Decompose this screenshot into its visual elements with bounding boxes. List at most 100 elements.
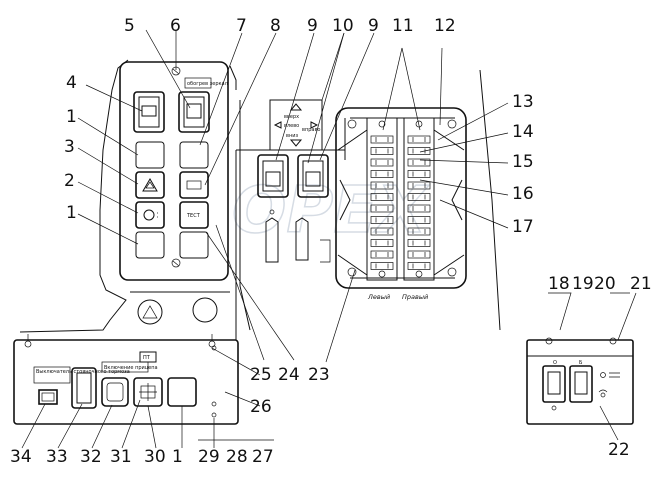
blank-button-3[interactable] bbox=[135, 231, 165, 259]
callout-22: 22 bbox=[608, 440, 630, 460]
fuse-contact bbox=[375, 183, 389, 188]
fuse-slot[interactable] bbox=[407, 204, 431, 213]
blank-button-2[interactable] bbox=[179, 141, 209, 169]
callout-25: 25 bbox=[250, 365, 272, 385]
blank-button-bottom[interactable] bbox=[167, 377, 197, 407]
callout-33: 33 bbox=[46, 447, 68, 467]
fuse-slot[interactable] bbox=[407, 135, 431, 144]
fuse-slot[interactable] bbox=[407, 193, 431, 201]
fuse-contact bbox=[412, 171, 426, 177]
blank-button-1[interactable] bbox=[135, 141, 165, 169]
test-button[interactable] bbox=[179, 201, 209, 229]
fuse-contact bbox=[412, 137, 426, 142]
fuse-left-label: Левый bbox=[367, 293, 390, 301]
callout-11: 11 bbox=[392, 16, 414, 36]
fuse-contact bbox=[375, 160, 389, 165]
fuse-contact bbox=[375, 171, 389, 177]
bottom-panel: Выключатель стояночного тормоза Включени… bbox=[13, 334, 239, 425]
rocker-switch-left[interactable] bbox=[133, 91, 165, 133]
fuse-slot[interactable] bbox=[370, 227, 394, 236]
callout-31: 31 bbox=[110, 447, 132, 467]
fuse-contact bbox=[375, 263, 389, 269]
fuse-slot[interactable] bbox=[407, 239, 431, 247]
pt-label: ПТ bbox=[143, 355, 151, 361]
pad-up-label: вверх bbox=[284, 114, 299, 120]
callout-29: 29 bbox=[198, 447, 220, 467]
callout-15: 15 bbox=[512, 152, 534, 172]
fuse-contact bbox=[412, 183, 426, 188]
fuse-slot[interactable] bbox=[370, 216, 394, 224]
callout-13: 13 bbox=[512, 92, 534, 112]
fuse-contact bbox=[375, 217, 389, 223]
mirror-switch-left[interactable] bbox=[257, 154, 289, 198]
fuse-contact bbox=[375, 252, 389, 257]
callout-5: 5 bbox=[124, 16, 135, 36]
callout-9a: 9 bbox=[307, 16, 318, 36]
callout-18: 18 bbox=[548, 274, 570, 294]
fuse-slot[interactable] bbox=[370, 193, 394, 201]
callout-9b: 9 bbox=[368, 16, 379, 36]
callout-4: 4 bbox=[66, 73, 77, 93]
right-switch-b[interactable] bbox=[569, 365, 593, 403]
callout-10: 10 bbox=[332, 16, 354, 36]
fuse-slot[interactable] bbox=[407, 227, 431, 236]
fuse-slot[interactable] bbox=[370, 239, 394, 247]
pad-left-label: влево bbox=[284, 123, 299, 129]
fuse-contact bbox=[375, 148, 389, 154]
fuse-slot[interactable] bbox=[407, 147, 431, 155]
fuse-slot[interactable] bbox=[370, 250, 394, 259]
fuse-slot[interactable] bbox=[407, 158, 431, 167]
fuse-slot[interactable] bbox=[370, 204, 394, 213]
round-button-bottom[interactable] bbox=[101, 377, 129, 407]
dashboard-outline bbox=[19, 59, 501, 340]
fuse-contact bbox=[412, 217, 426, 223]
fuse-slot[interactable] bbox=[370, 181, 394, 190]
heater-button[interactable] bbox=[179, 171, 209, 199]
watermark: OPEX bbox=[232, 174, 429, 248]
fuse-contact bbox=[412, 160, 426, 165]
fuse-contact bbox=[375, 137, 389, 142]
hazard-button[interactable] bbox=[135, 171, 165, 199]
fuse-slot[interactable] bbox=[407, 262, 431, 270]
mirror-heat-label: обогрев зеркал bbox=[187, 81, 228, 87]
fuse-right-label: Правый bbox=[402, 293, 428, 301]
fuse-contact bbox=[375, 206, 389, 211]
fuse-slot[interactable] bbox=[370, 158, 394, 167]
callout-24: 24 bbox=[278, 365, 300, 385]
callout-21: 21 bbox=[630, 274, 652, 294]
fuse-slot[interactable] bbox=[370, 135, 394, 144]
parking-label: Выключатель стояночного тормоза bbox=[36, 369, 130, 375]
blank-button-4[interactable] bbox=[179, 231, 209, 259]
callout-16: 16 bbox=[512, 184, 534, 204]
callout-26: 26 bbox=[250, 397, 272, 417]
rocker-switch-bottom[interactable] bbox=[71, 367, 97, 409]
fuse-contact bbox=[412, 252, 426, 257]
fuse-block: Левый Правый bbox=[335, 107, 467, 301]
callout-7: 7 bbox=[236, 16, 247, 36]
fuse-slot[interactable] bbox=[407, 170, 431, 178]
rocker-switch-right[interactable] bbox=[178, 91, 210, 133]
callout-1b: 1 bbox=[66, 203, 77, 223]
fuse-contact bbox=[412, 206, 426, 211]
fuse-slot[interactable] bbox=[407, 216, 431, 224]
callout-1a: 1 bbox=[66, 107, 77, 127]
fuse-contact bbox=[375, 240, 389, 246]
mirror-switch-right[interactable] bbox=[297, 154, 329, 198]
callout-6: 6 bbox=[170, 16, 181, 36]
fuse-contact bbox=[412, 229, 426, 234]
round-symbol-button[interactable] bbox=[135, 201, 165, 229]
fuse-slot[interactable] bbox=[407, 181, 431, 190]
fuse-contact bbox=[375, 194, 389, 200]
fuse-slot[interactable] bbox=[407, 250, 431, 259]
leader-lines bbox=[21, 29, 637, 449]
callout-28: 28 bbox=[226, 447, 248, 467]
fuse-contact bbox=[412, 263, 426, 269]
switch-plate: обогрев зеркал ТЕСТ bbox=[119, 61, 229, 281]
fuse-contact bbox=[412, 240, 426, 246]
fuse-slot[interactable] bbox=[370, 147, 394, 155]
fuse-slot[interactable] bbox=[370, 170, 394, 178]
center-panel: вверх влево вправо вниз bbox=[235, 99, 346, 330]
test-button-label: ТЕСТ bbox=[186, 213, 201, 219]
right-switch-a[interactable] bbox=[542, 365, 566, 403]
fuse-slot[interactable] bbox=[370, 262, 394, 270]
